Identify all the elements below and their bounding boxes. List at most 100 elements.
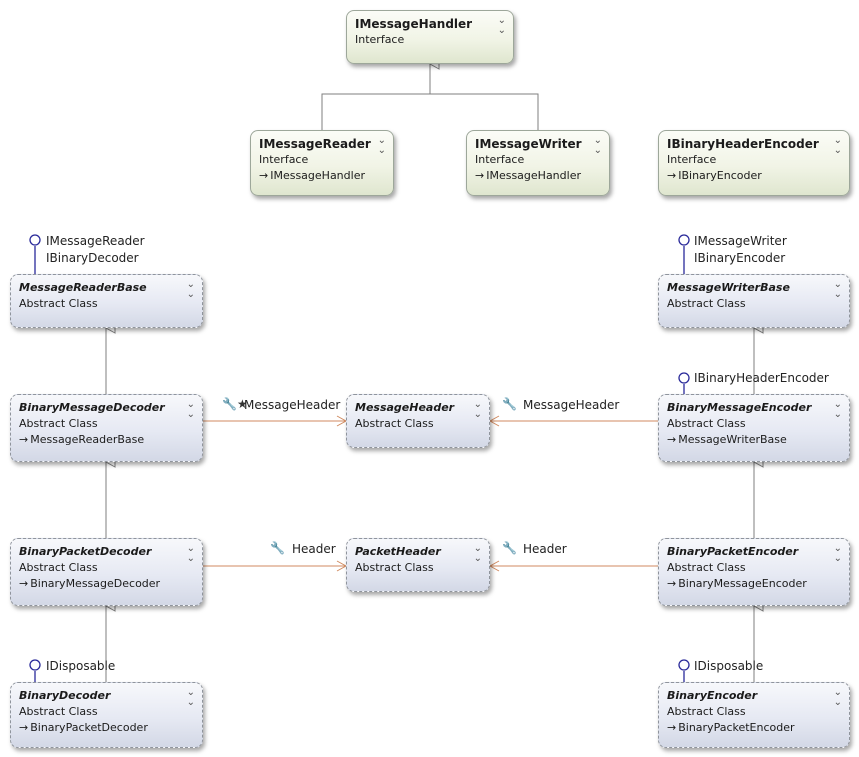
association-label[interactable]: MessageHeader (523, 398, 620, 412)
inherits-arrow-icon: → (667, 721, 677, 734)
lollipop-label: IDisposable (46, 659, 116, 673)
base-type-name: IMessageHandler (270, 169, 365, 182)
shape-messageheader[interactable]: MessageHeader Abstract Class ⌄⌄ (346, 394, 490, 448)
wrench-icon: 🔧 (502, 541, 517, 555)
base-type-name: IMessageHandler (486, 169, 581, 182)
shape-imessagehandler[interactable]: IMessageHandler Interface ⌄⌄ (346, 10, 514, 64)
shape-kind: Abstract Class (667, 417, 746, 430)
shape-messagewriterbase[interactable]: MessageWriterBase Abstract Class ⌄⌄ (658, 274, 850, 328)
collapse-chevron-icon[interactable]: ⌄⌄ (497, 15, 506, 36)
lollipop-reader-base[interactable] (29, 234, 41, 274)
collapse-chevron-icon[interactable]: ⌄⌄ (833, 399, 842, 420)
shape-kind: Abstract Class (19, 297, 98, 310)
base-type-name: BinaryPacketEncoder (678, 721, 795, 734)
shape-name: PacketHeader (355, 545, 441, 558)
lollipop-label: IBinaryEncoder (694, 251, 786, 265)
shape-ibinaryheaderencoder[interactable]: IBinaryHeaderEncoder Interface →IBinaryE… (658, 130, 850, 196)
inheritance-imessagereader[interactable] (321, 64, 431, 130)
shape-base: →IBinaryEncoder (667, 169, 762, 182)
shape-base: →IMessageHandler (259, 169, 365, 182)
shape-kind: Abstract Class (19, 417, 98, 430)
shape-kind: Abstract Class (355, 417, 434, 430)
collapse-chevron-icon[interactable]: ⌄⌄ (473, 543, 482, 564)
collapse-chevron-icon[interactable]: ⌄⌄ (377, 135, 386, 156)
inheritance-imessagewriter[interactable] (430, 64, 539, 130)
collapse-chevron-icon[interactable]: ⌄⌄ (833, 687, 842, 708)
shape-base: →BinaryPacketEncoder (667, 721, 795, 734)
inherits-arrow-icon: → (19, 433, 29, 446)
collapse-chevron-icon[interactable]: ⌄⌄ (473, 399, 482, 420)
shape-kind: Abstract Class (19, 705, 98, 718)
collapse-chevron-icon[interactable]: ⌄⌄ (186, 399, 195, 420)
shape-name: IMessageReader (259, 137, 371, 151)
shape-name: BinaryMessageEncoder (667, 401, 812, 414)
lollipop-label: IBinaryHeaderEncoder (694, 371, 829, 385)
lollipop-label: IDisposable (694, 659, 764, 673)
collapse-chevron-icon[interactable]: ⌄⌄ (593, 135, 602, 156)
shape-binaryencoder[interactable]: BinaryEncoder Abstract Class →BinaryPack… (658, 682, 850, 748)
shape-name: IMessageWriter (475, 137, 582, 151)
collapse-chevron-icon[interactable]: ⌄⌄ (833, 279, 842, 300)
base-type-name: IBinaryEncoder (678, 169, 762, 182)
base-type-name: BinaryMessageDecoder (30, 577, 161, 590)
collapse-chevron-icon[interactable]: ⌄⌄ (186, 543, 195, 564)
shape-name: BinaryMessageDecoder (19, 401, 165, 414)
shape-binarydecoder[interactable]: BinaryDecoder Abstract Class →BinaryPack… (10, 682, 203, 748)
shape-name: MessageReaderBase (19, 281, 147, 294)
lollipop-label: IBinaryDecoder (46, 251, 139, 265)
base-type-name: BinaryMessageEncoder (678, 577, 807, 590)
shape-base: →MessageWriterBase (667, 433, 787, 446)
shape-imessagewriter[interactable]: IMessageWriter Interface →IMessageHandle… (466, 130, 610, 196)
shape-base: →BinaryMessageDecoder (19, 577, 160, 590)
inherits-arrow-icon: → (19, 721, 29, 734)
collapse-chevron-icon[interactable]: ⌄⌄ (186, 687, 195, 708)
lollipop-msg-encoder[interactable] (678, 372, 690, 394)
lollipop-label: IMessageWriter (694, 234, 787, 248)
shape-base: →BinaryMessageEncoder (667, 577, 807, 590)
association-label[interactable]: Header (292, 542, 336, 556)
lollipop-binary-decoder[interactable] (29, 659, 41, 682)
shape-base: →MessageReaderBase (19, 433, 144, 446)
shape-binarypacketdecoder[interactable]: BinaryPacketDecoder Abstract Class →Bina… (10, 538, 203, 606)
wrench-icon: 🔧 (502, 397, 517, 411)
shape-base: →BinaryPacketDecoder (19, 721, 148, 734)
inherits-arrow-icon: → (259, 169, 269, 182)
shape-binarymessageencoder[interactable]: BinaryMessageEncoder Abstract Class →Mes… (658, 394, 850, 462)
shape-binarypacketencoder[interactable]: BinaryPacketEncoder Abstract Class →Bina… (658, 538, 850, 606)
shape-name: BinaryPacketEncoder (667, 545, 799, 558)
shape-name: BinaryEncoder (667, 689, 758, 702)
shape-binarymessagedecoder[interactable]: BinaryMessageDecoder Abstract Class →Mes… (10, 394, 203, 462)
shape-name: BinaryDecoder (19, 689, 111, 702)
association-label[interactable]: Header (523, 542, 567, 556)
shape-name: MessageWriterBase (667, 281, 790, 294)
lollipop-writer-base[interactable] (678, 234, 690, 274)
shape-imessagereader[interactable]: IMessageReader Interface →IMessageHandle… (250, 130, 394, 196)
inherits-arrow-icon: → (667, 169, 677, 182)
shape-kind: Interface (355, 33, 405, 46)
shape-packetheader[interactable]: PacketHeader Abstract Class ⌄⌄ (346, 538, 490, 592)
shape-kind: Abstract Class (667, 705, 746, 718)
lollipop-binary-encoder[interactable] (678, 659, 690, 682)
shape-kind: Interface (667, 153, 717, 166)
collapse-chevron-icon[interactable]: ⌄⌄ (833, 135, 842, 156)
inherits-arrow-icon: → (667, 577, 677, 590)
shape-base: →IMessageHandler (475, 169, 581, 182)
shape-kind: Interface (475, 153, 525, 166)
shape-name: MessageHeader (355, 401, 455, 414)
collapse-chevron-icon[interactable]: ⌄⌄ (833, 543, 842, 564)
shape-messagereaderbase[interactable]: MessageReaderBase Abstract Class ⌄⌄ (10, 274, 203, 328)
shape-name: BinaryPacketDecoder (19, 545, 152, 558)
lollipop-label: IMessageReader (46, 234, 145, 248)
inherits-arrow-icon: → (475, 169, 485, 182)
base-type-name: MessageWriterBase (678, 433, 787, 446)
shape-name: IMessageHandler (355, 17, 473, 31)
base-type-name: MessageReaderBase (30, 433, 145, 446)
shape-kind: Abstract Class (667, 561, 746, 574)
shape-kind: Abstract Class (667, 297, 746, 310)
association-label[interactable]: MessageHeader (244, 398, 341, 412)
inherits-arrow-icon: → (667, 433, 677, 446)
collapse-chevron-icon[interactable]: ⌄⌄ (186, 279, 195, 300)
inherits-arrow-icon: → (19, 577, 29, 590)
